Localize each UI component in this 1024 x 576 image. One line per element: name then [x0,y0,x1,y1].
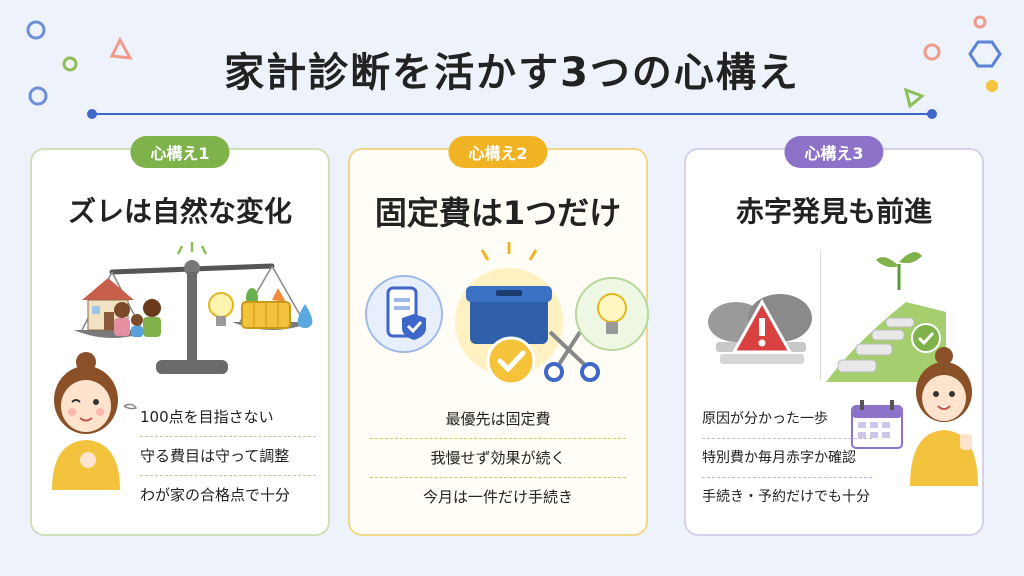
grocery-basket-icon [241,288,291,329]
warning-sign-icon [708,294,812,364]
smartphone-shield-icon [365,275,443,353]
sprout-icon [876,252,922,290]
card-heading: 固定費は1つだけ [374,194,622,232]
water-drop-icon [297,304,313,329]
calendar-icon [851,400,903,449]
point-item: 守る費目は守って調整 [140,437,316,476]
stepping-stones-icon [826,302,946,382]
card-heading: ズレは自然な変化 [67,195,292,228]
panel-divider [820,250,821,380]
card-mindset-1: 心構え1 ズレは自然な変化 [30,136,330,536]
point-item: わが家の合格点で十分 [140,486,291,504]
point-item: 最優先は固定費 [370,400,626,439]
point-item: 100点を目指さない [140,398,316,437]
cash-box-icon [455,242,563,376]
card-badge: 心構え3 [784,136,884,168]
point-item: 手続き・予約だけでも十分 [702,489,870,505]
point-item: 我慢せず効果が続く [370,439,626,478]
winking-woman-icon [52,352,138,490]
card-badge: 心構え1 [130,136,230,168]
decor-shapes-left [26,20,133,106]
thumbs-up-woman-icon [910,347,978,486]
page-title: 家計診断を活かす3つの心構え [224,50,800,96]
card-mindset-3: 心構え3 赤字発見も前進 原因が分かった一 [684,136,984,536]
family-icon [114,299,161,337]
decor-shapes-right [903,15,1002,109]
lightbulb-icon [575,277,649,351]
points-list: 100点を目指さない 守る費目は守って調整 わが家の合格点で十分 [140,398,316,514]
points-list: 原因が分かった一歩 特別費か毎月赤字か確認 手続き・予約だけでも十分 [702,400,872,516]
lightbulb-icon [208,292,234,326]
points-list: 最優先は固定費 我慢せず効果が続く 今月は一件だけ手続き [370,400,626,516]
card-mindset-2: 心構え2 固定費は1つだけ 最優先は固定費 我慢せず効果が続く 今月は一件だけ手… [348,136,649,536]
checkmark-icon [486,336,536,386]
card-badge: 心構え2 [448,136,548,168]
point-item: 原因が分かった一歩 [702,400,872,439]
point-item: 今月は一件だけ手続き [422,488,573,506]
scissors-icon [544,330,600,382]
point-item: 特別費か毎月赤字か確認 [702,439,872,478]
title-divider [87,109,937,119]
card-heading: 赤字発見も前進 [735,195,932,228]
